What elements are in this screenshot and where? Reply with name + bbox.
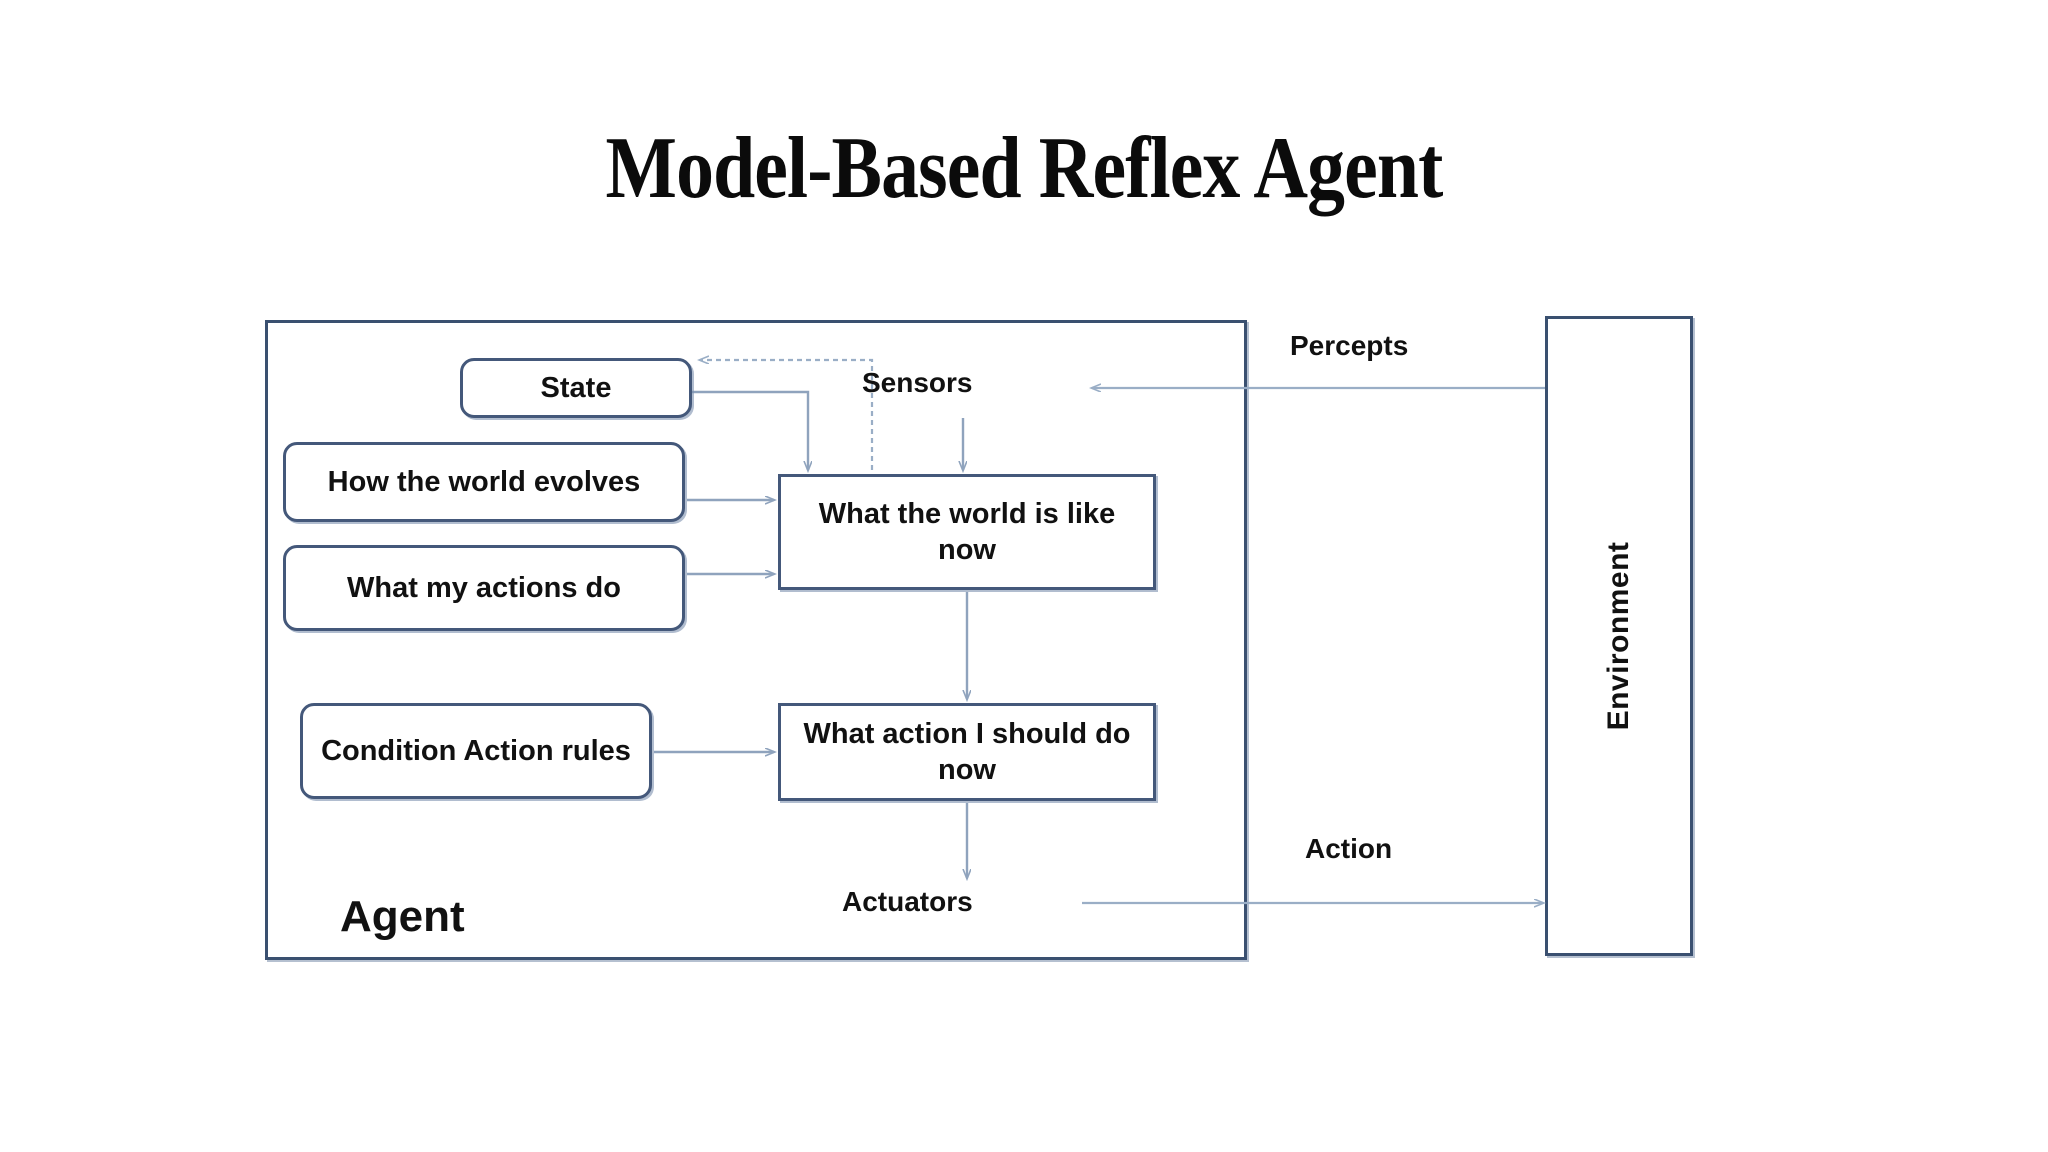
node-condition-action-rules[interactable]: Condition Action rules [300,703,652,799]
node-how-the-world-evolves[interactable]: How the world evolves [283,442,685,522]
node-state[interactable]: State [460,358,692,418]
node-what-my-actions-do[interactable]: What my actions do [283,545,685,631]
environment-container: Environment [1545,316,1693,956]
node-what-action-i-should-do-now[interactable]: What action I should do now [778,703,1156,801]
agent-container [265,320,1247,960]
label-percepts: Percepts [1290,330,1409,361]
node-what-the-world-is-like-now[interactable]: What the world is like now [778,474,1156,590]
label-action: Action [1305,833,1393,864]
environment-label: Environment [1602,541,1635,731]
label-agent: Agent [340,892,465,941]
label-sensors: Sensors [862,367,973,398]
page-title: Model-Based Reflex Agent [605,120,1444,217]
label-actuators: Actuators [842,886,973,917]
